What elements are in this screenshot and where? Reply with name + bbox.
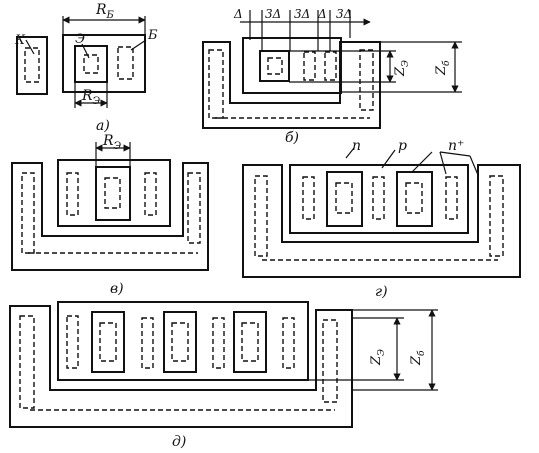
collector-contact-window — [24, 47, 40, 83]
label-re-v: RЭ — [102, 133, 122, 152]
panel-g: n p n⁺ г) — [242, 138, 521, 300]
spacing-4: Δ — [317, 7, 327, 21]
spacing-2: 3Δ — [265, 7, 281, 21]
emitter-g-2 — [396, 171, 433, 227]
collector-u-g — [242, 164, 521, 278]
label-zb-d: Zб — [409, 350, 427, 366]
panel-b: Δ 3Δ 3Δ Δ 3Δ ZЭ Zб б) — [202, 7, 462, 146]
spacing-5: 3Δ — [336, 7, 352, 21]
label-rb: RБ — [95, 2, 115, 21]
base-contact-window — [117, 46, 134, 80]
emitter-d-1 — [91, 311, 125, 373]
caption-a: а) — [96, 118, 110, 134]
collector-u — [202, 41, 381, 129]
label-zb-b: Zб — [434, 60, 452, 76]
collector-contact — [16, 36, 48, 95]
label-b: Б — [147, 28, 158, 43]
panel-v: RЭ в) — [11, 133, 209, 297]
emitter-d-3 — [233, 311, 267, 373]
spacing-1: Δ — [233, 7, 243, 21]
base-region — [62, 34, 146, 93]
label-k: К — [14, 33, 26, 48]
collector-u-d — [9, 305, 353, 428]
label-p: p — [398, 138, 407, 154]
base-region-b — [242, 37, 342, 94]
emitter-region — [74, 45, 108, 83]
collector-u-v — [11, 162, 209, 271]
panel-d: ZЭ Zб д) — [9, 301, 438, 450]
label-nplus: n⁺ — [448, 138, 464, 154]
label-re: RЭ — [81, 88, 101, 107]
base-region-g — [289, 164, 469, 234]
label-e: Э — [75, 32, 85, 47]
caption-g: г) — [375, 284, 388, 300]
label-ze-d: ZЭ — [369, 349, 387, 366]
base-region-d — [57, 301, 309, 381]
emitter-g-1 — [326, 171, 363, 227]
emitter-v — [95, 166, 131, 221]
label-ze-b: ZЭ — [393, 60, 411, 77]
emitter-window — [83, 54, 99, 74]
panel-a: К Э Б RБ RЭ а) — [14, 2, 158, 134]
base-region-v — [57, 159, 171, 227]
caption-b: б) — [285, 130, 299, 146]
emitter-b — [259, 50, 290, 82]
label-n: n — [352, 138, 361, 154]
spacing-3: 3Δ — [294, 7, 310, 21]
caption-v: в) — [110, 281, 124, 297]
emitter-d-2 — [163, 311, 197, 373]
caption-d: д) — [172, 434, 186, 450]
